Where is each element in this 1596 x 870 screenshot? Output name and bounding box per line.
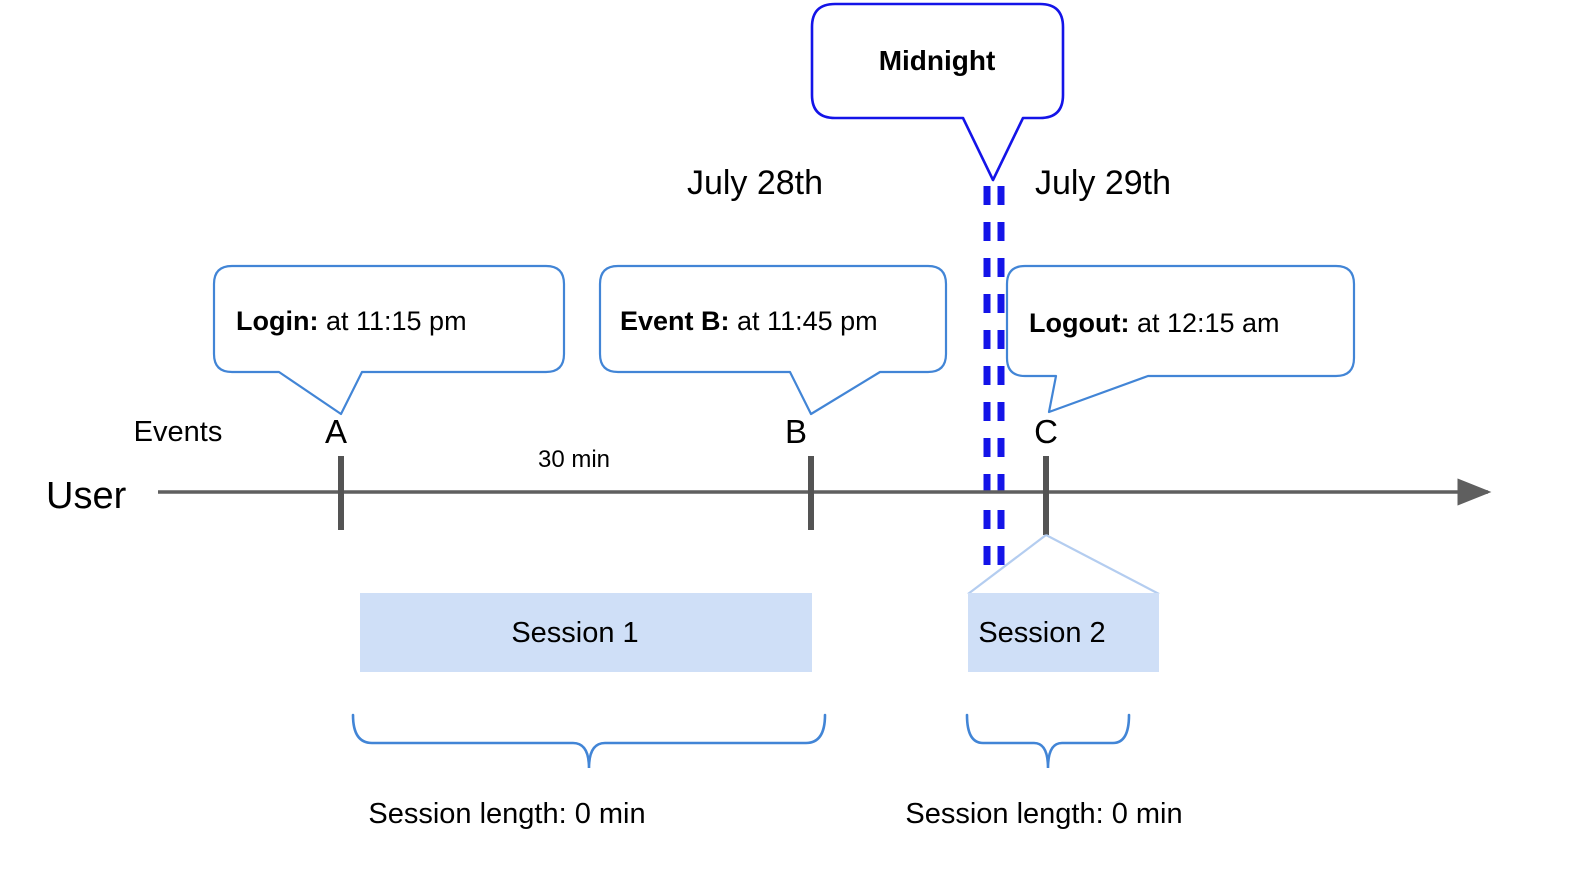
callout-logout-shape bbox=[1005, 264, 1356, 414]
callout-login-shape bbox=[212, 264, 566, 416]
callout-login-text: Login: at 11:15 pm bbox=[236, 308, 467, 335]
session-box-2-label: Session 2 bbox=[978, 617, 1106, 649]
midnight-callout-shape bbox=[810, 2, 1065, 182]
callout-login-bold: Login: bbox=[236, 306, 319, 336]
callout-event-b-rest: at 11:45 pm bbox=[729, 306, 878, 336]
events-row-label: Events bbox=[133, 416, 223, 448]
event-marker-c-label: C bbox=[1034, 413, 1058, 450]
interval-duration-label: 30 min bbox=[537, 446, 611, 473]
callout-logout-text: Logout: at 12:15 am bbox=[1029, 310, 1280, 337]
callout-login-rest: at 11:15 pm bbox=[318, 306, 467, 336]
callout-event-b-shape bbox=[598, 264, 948, 416]
midnight-callout-label: Midnight bbox=[878, 45, 996, 76]
session-2-length-label: Session length: 0 min bbox=[905, 798, 1183, 830]
callout-logout-bold: Logout: bbox=[1029, 308, 1130, 338]
session-box-1-rect bbox=[360, 593, 812, 672]
midnight-dashed-lines bbox=[983, 186, 1005, 580]
day-label-july-28: July 28th bbox=[686, 164, 824, 202]
session-2-connectors bbox=[967, 534, 1160, 595]
event-tick-marks bbox=[338, 456, 1049, 535]
callout-event-b-text: Event B: at 11:45 pm bbox=[620, 308, 878, 335]
axis-row-label-user: User bbox=[46, 475, 127, 517]
callout-event-b-bold: Event B: bbox=[620, 306, 730, 336]
brace-session-2 bbox=[965, 713, 1131, 769]
brace-session-1 bbox=[351, 713, 827, 769]
session-box-2-rect bbox=[968, 593, 1159, 672]
event-marker-a-label: A bbox=[324, 413, 348, 450]
day-label-july-29: July 29th bbox=[1034, 164, 1172, 202]
event-marker-b-label: B bbox=[784, 413, 808, 450]
session-1-length-label: Session length: 0 min bbox=[368, 798, 646, 830]
callout-logout-rest: at 12:15 am bbox=[1129, 308, 1280, 338]
session-box-1-label: Session 1 bbox=[511, 617, 639, 649]
